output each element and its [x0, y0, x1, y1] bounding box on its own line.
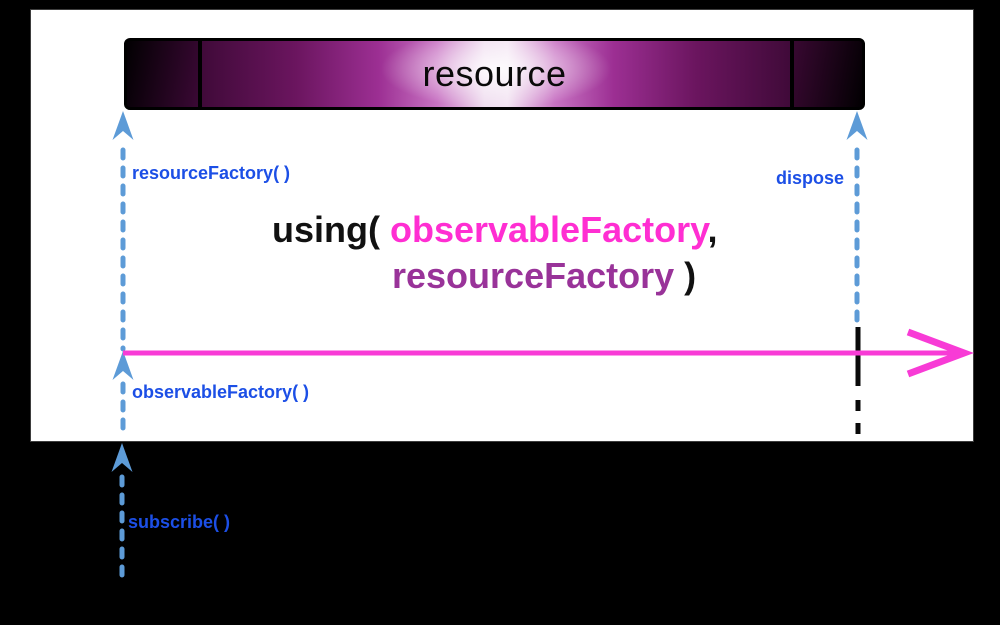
bar-segment-end: [794, 41, 862, 107]
operator-signature-line1: using(observableFactory,: [272, 207, 717, 253]
observable-factory-label: observableFactory( ): [132, 382, 310, 402]
operator-close-paren: ): [684, 255, 697, 296]
operator-signature: using(observableFactory, resourceFactory…: [272, 207, 717, 299]
dispose-arrowhead-icon: [846, 111, 868, 140]
operator-keyword: using(: [272, 209, 380, 250]
bar-segment-main: [202, 41, 790, 107]
operator-arg-resource-factory: resourceFactory: [392, 255, 675, 296]
bar-segment-start: [127, 41, 198, 107]
subscribe-arrowhead-icon: [111, 443, 133, 472]
dispose-label: dispose: [776, 168, 845, 188]
resource-label: resource: [422, 53, 567, 94]
observable-factory-arrowhead-icon: [112, 351, 134, 380]
bar-divider-right: [790, 41, 794, 107]
operator-comma: ,: [707, 209, 718, 250]
observable-timeline-arrowhead-icon: [906, 328, 974, 378]
resource-factory-label: resourceFactory( ): [132, 163, 291, 183]
subscribe-label: subscribe( ): [128, 512, 231, 532]
resource-factory-arrowhead-icon: [112, 111, 134, 140]
resource-lifetime-bar: resource: [124, 38, 865, 110]
bar-divider-left: [198, 41, 202, 107]
operator-signature-line2: resourceFactory): [392, 253, 717, 299]
operator-arg-observable-factory: observableFactory: [389, 209, 708, 250]
